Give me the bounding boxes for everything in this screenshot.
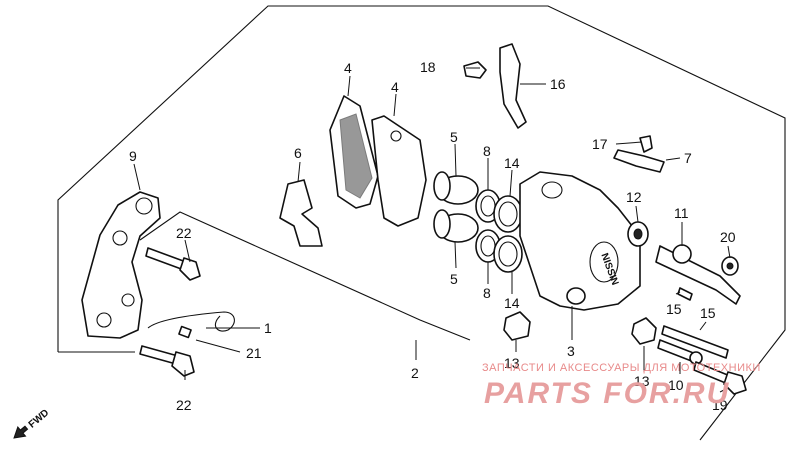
assembly-boundary: [57, 5, 786, 441]
watermark-logo: PARTS FOR.RU: [484, 377, 730, 410]
callout-3: 3: [567, 343, 575, 359]
callout-11: 11: [674, 205, 689, 221]
callout-19: 19: [712, 397, 728, 413]
brake-pad-part-4-right: [371, 115, 427, 227]
fwd-label: FWD: [27, 407, 52, 430]
bolt-part-22-lower: [139, 345, 195, 377]
bolt-part-10: [657, 339, 703, 365]
callout-20: 20: [720, 229, 736, 245]
callout-21: 21: [246, 345, 262, 361]
bolt-part-19: [693, 361, 747, 395]
callout-6: 6: [294, 145, 302, 161]
group-bracket-2: [139, 211, 471, 341]
caliper-body-part-3: NISSIN: [519, 171, 641, 311]
callout-8-lower: 8: [483, 285, 491, 301]
watermark-line: ЗАПЧАСТИ И АКСЕССУАРЫ ДЛЯ МОТОТЕХНИКИ: [482, 362, 761, 374]
pad-spring-wire-part-1: [147, 311, 235, 332]
callout-10: 10: [668, 377, 684, 393]
callout-4-right: 4: [391, 79, 399, 95]
caliper-bracket-part-9: [81, 191, 161, 339]
piston-part-5-lower: [433, 209, 479, 243]
pin-boot-part-20: [721, 256, 739, 276]
leader-lines: [133, 67, 731, 393]
screw-part-21: [178, 325, 192, 339]
brake-pad-part-4-left: [329, 95, 379, 209]
callout-18: 18: [420, 59, 436, 75]
cap-part-13-left: [503, 311, 531, 341]
callout-15-lower: 15: [700, 305, 716, 321]
bolt-part-18: [463, 61, 487, 79]
pad-spring-part-6: [279, 179, 323, 247]
fwd-indicator: FWD: [13, 407, 52, 439]
bleeder-part-17: [639, 135, 653, 153]
callout-12: 12: [626, 189, 642, 205]
callout-13-left: 13: [504, 355, 520, 371]
bolt-part-22-upper: [145, 247, 201, 281]
plate-part-16: [499, 43, 527, 129]
callout-labels: 9 22 22 1 21 6 4 4 5 5 8 8 14 14 2 3 13 …: [129, 59, 736, 413]
callout-15-upper: 15: [666, 301, 682, 317]
piston-part-5-upper: [433, 171, 479, 205]
slide-pin-part-11: [655, 244, 741, 305]
callout-13-right: 13: [634, 373, 650, 389]
callout-22-upper: 22: [176, 225, 192, 241]
callout-14-lower: 14: [504, 295, 520, 311]
callout-5-upper: 5: [450, 129, 458, 145]
cap-part-13-right: [631, 317, 657, 345]
callout-7: 7: [684, 150, 692, 166]
callout-2: 2: [411, 365, 419, 381]
bleeder-cap-part-7: [613, 149, 665, 173]
pin-boot-part-12: [627, 221, 649, 247]
callout-22-lower: 22: [176, 397, 192, 413]
callout-16: 16: [550, 76, 566, 92]
callout-14-upper: 14: [504, 155, 520, 171]
callout-5-lower: 5: [450, 271, 458, 287]
pad-pin-part-15-lower: [661, 325, 729, 359]
dust-seal-part-14: [493, 195, 523, 273]
callout-4-left: 4: [344, 60, 352, 76]
callout-9: 9: [129, 148, 137, 164]
callout-1: 1: [264, 320, 272, 336]
watermark: ЗАПЧАСТИ И АКСЕССУАРЫ ДЛЯ МОТОТЕХНИКИ PA…: [482, 362, 761, 410]
callout-8-upper: 8: [483, 143, 491, 159]
pad-pin-part-15-upper: [677, 287, 693, 301]
callout-17: 17: [592, 136, 608, 152]
